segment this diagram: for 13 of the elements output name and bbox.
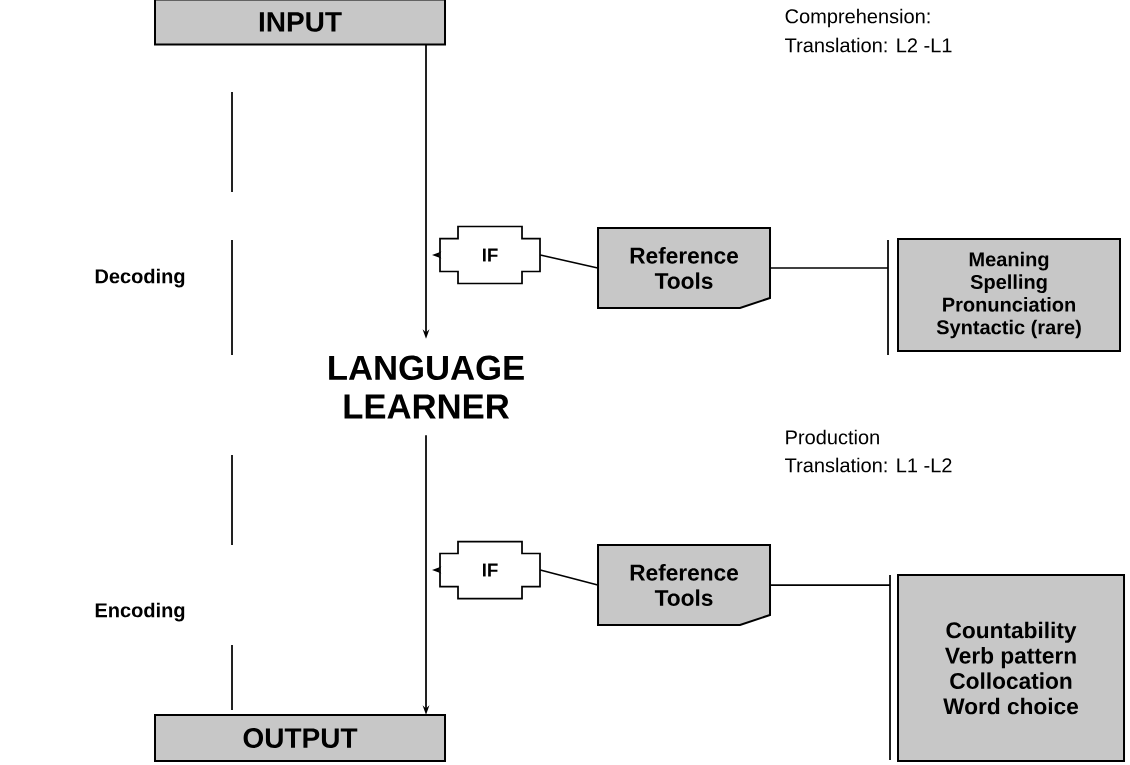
text-label: Translation: L1 -L2 [785,457,952,473]
input-output-box: INPUT [154,0,446,46]
text-label: Comprehension: [785,8,930,28]
text-label: Translation: L2 -L1 [785,37,952,53]
text-label: Decoding [95,268,185,288]
list-box: Meaning Spelling Pronunciation Syntactic (rare) [897,238,1121,352]
learner-text: LANGUAGE LEARNER [329,355,524,419]
list-box: Countability Verb pattern Collocation Word choice [897,574,1125,762]
input-output-box: OUTPUT [154,714,446,762]
document-box: Reference Tools [597,227,771,309]
text-label: Production [786,429,879,445]
text-label: Encoding [95,602,185,622]
document-box: Reference Tools [597,544,771,626]
